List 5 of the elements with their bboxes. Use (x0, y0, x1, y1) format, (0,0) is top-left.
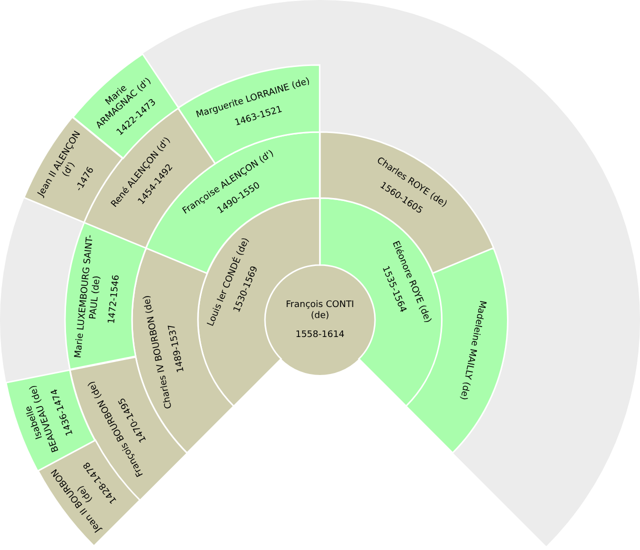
life-dates: 1558-1614 (295, 330, 345, 340)
life-dates: 1472-1546 (106, 274, 122, 325)
person-name: François CONTI (de) (284, 300, 356, 322)
person-name: Marie LUXEMBOURG SAINT-PAUL (de) (73, 234, 104, 361)
person-name: Madeleine MAILLY (de) (456, 300, 488, 401)
